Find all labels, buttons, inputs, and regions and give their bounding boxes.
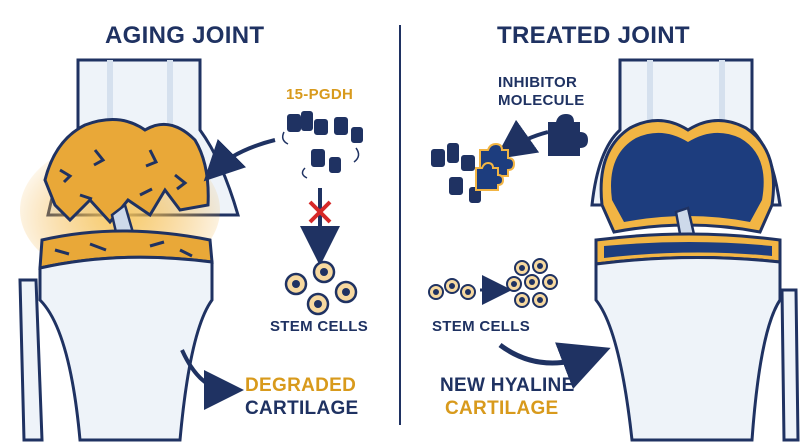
aging-joint-title: AGING JOINT [105,22,265,49]
treated-knee-illustration [590,58,800,442]
stem-cells-small-icon [428,278,476,300]
right-stem-cells-label: STEM CELLS [432,318,531,335]
inhibited-enzymes-icon [431,142,516,203]
left-stem-cells-label: STEM CELLS [270,318,369,335]
enzyme-to-knee-arrow [203,138,276,182]
inhibitor-arrow [494,119,549,160]
red-cross-icon [308,200,332,224]
inhibitor-label: INHIBITOR [498,74,578,91]
aging-knee-illustration [18,58,240,442]
enzyme-label: 15-PGDH [286,86,354,103]
proliferated-stem-cells-icon [506,258,558,308]
puzzle-piece-icon [548,114,588,156]
stem-cells-icon [284,260,358,316]
new-hyaline-label: NEW HYALINE [440,375,575,396]
degraded-label: DEGRADED [245,375,357,396]
treated-joint-title: TREATED JOINT [497,22,690,49]
cartilage-label-right: CARTILAGE [445,398,559,419]
cartilage-label-left: CARTILAGE [245,398,359,419]
regeneration-arrow [498,342,611,390]
degraded-outcome-arrow [180,349,244,410]
enzyme-molecules-icon [281,111,363,179]
molecule-label: MOLECULE [498,92,585,109]
